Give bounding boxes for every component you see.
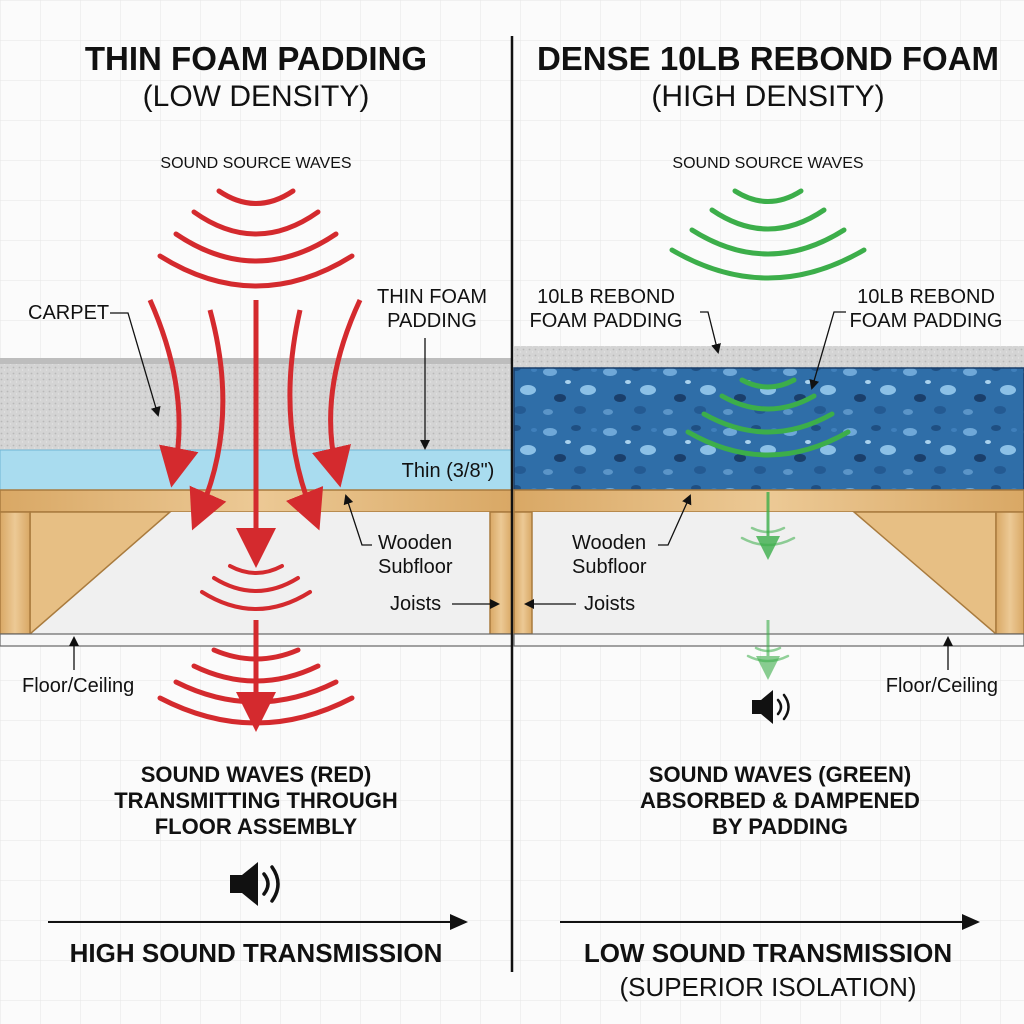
left-joist-outer — [0, 511, 31, 635]
left-subfloor-label-1: Wooden — [378, 532, 452, 554]
right-foam-leader — [809, 311, 846, 390]
left-subfloor-label-2: Subfloor — [378, 556, 453, 578]
left-padding-label-1: THIN FOAM — [377, 286, 487, 308]
right-panel: DENSE 10LB REBOND FOAM (HIGH DENSITY) SO… — [513, 40, 1024, 1002]
right-subfloor-label-2: Subfloor — [572, 556, 647, 578]
right-carpet-leader — [700, 311, 721, 354]
right-subfloor-label-1: Wooden — [572, 532, 646, 554]
right-carpet-layer — [514, 346, 1024, 368]
speaker-icon — [230, 862, 280, 906]
right-joist-outer — [995, 511, 1024, 635]
right-caption-2: ABSORBED & DAMPENED — [640, 788, 920, 813]
right-source-waves — [669, 188, 867, 281]
speaker-icon — [752, 690, 790, 724]
right-padding-label-a-2: FOAM PADDING — [530, 310, 683, 332]
left-result-label: HIGH SOUND TRANSMISSION — [70, 938, 443, 968]
right-joists-label: Joists — [584, 593, 635, 615]
left-joist-inner — [489, 511, 513, 635]
left-thickness-label: Thin (3/8") — [402, 460, 495, 482]
left-transmission-arrows — [147, 298, 363, 568]
left-panel: THIN FOAM PADDING (LOW DENSITY) SOUND SO… — [0, 40, 513, 968]
right-source-label: SOUND SOURCE WAVES — [672, 155, 863, 172]
right-padding-label-b-1: 10LB REBOND — [857, 286, 995, 308]
left-caption-1: SOUND WAVES (RED) — [141, 762, 372, 787]
right-result-label-1: LOW SOUND TRANSMISSION — [584, 938, 952, 968]
left-mid-waves — [200, 564, 312, 611]
right-title: DENSE 10LB REBOND FOAM — [537, 40, 999, 77]
right-padding-label-b-2: FOAM PADDING — [850, 310, 1003, 332]
left-subfloor-leader — [343, 494, 372, 546]
left-joists-label: Joists — [390, 593, 441, 615]
right-caption-3: BY PADDING — [712, 814, 848, 839]
left-carpet-label: CARPET — [28, 302, 109, 324]
left-source-waves — [157, 188, 355, 289]
right-joist-inner — [513, 511, 533, 635]
left-ceiling-label: Floor/Ceiling — [22, 675, 134, 697]
right-absorbed-waves — [685, 377, 851, 458]
left-title: THIN FOAM PADDING — [85, 40, 427, 77]
right-ceiling-label: Floor/Ceiling — [886, 675, 998, 697]
right-padding-label-a-1: 10LB REBOND — [537, 286, 675, 308]
right-result-label-2: (SUPERIOR ISOLATION) — [619, 972, 916, 1002]
right-caption-1: SOUND WAVES (GREEN) — [649, 762, 911, 787]
left-carpet-leader — [110, 312, 161, 417]
left-subtitle: (LOW DENSITY) — [143, 80, 370, 113]
right-subtitle: (HIGH DENSITY) — [651, 80, 884, 113]
left-caption-3: FLOOR ASSEMBLY — [155, 814, 358, 839]
right-subfloor-leader — [658, 494, 692, 546]
left-caption-2: TRANSMITTING THROUGH — [114, 788, 398, 813]
left-padding-label-2: PADDING — [387, 310, 477, 332]
left-source-label: SOUND SOURCE WAVES — [160, 155, 351, 172]
